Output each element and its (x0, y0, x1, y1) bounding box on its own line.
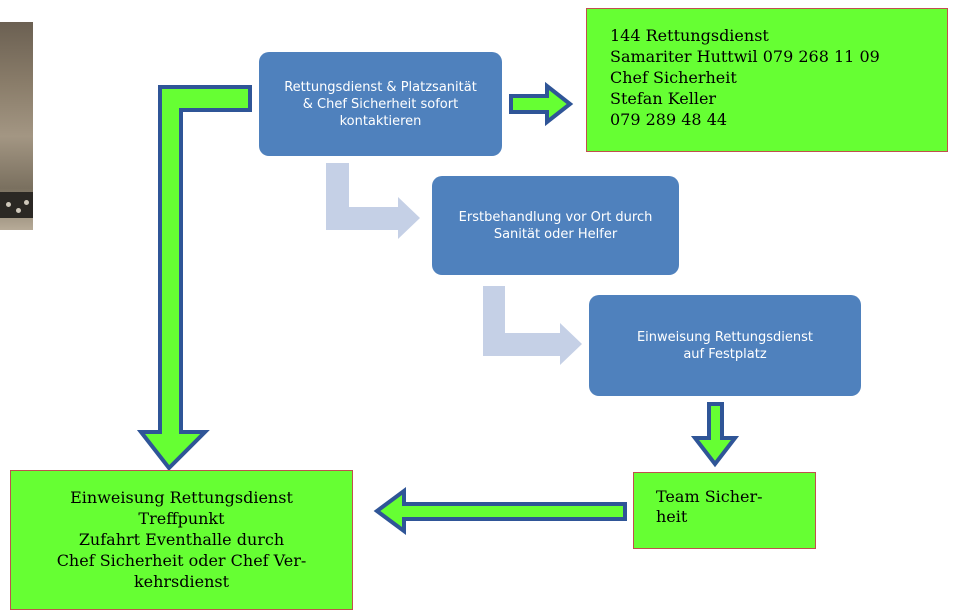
meeting-point-box: Einweisung Rettungsdienst Treffpunkt Zuf… (10, 470, 353, 610)
pale-elbow-arrow-2 (483, 286, 582, 365)
team-security-box: Team Sicher- heit (633, 472, 816, 549)
photo-fragment (0, 22, 33, 230)
photo-dark-band (0, 192, 33, 218)
down-arrow-to-team (690, 402, 740, 468)
contact-box: Rettungsdienst & Platzsanität & Chef Sic… (259, 52, 502, 156)
big-down-arrow (136, 85, 252, 472)
right-arrow-to-contacts (509, 81, 574, 127)
photo-detail (16, 208, 21, 213)
briefing-box: Einweisung Rettungsdienst auf Festplatz (589, 295, 861, 396)
contacts-box: 144 Rettungsdienst Samariter Huttwil 079… (586, 8, 948, 152)
photo-detail (6, 202, 11, 207)
first-aid-box: Erstbehandlung vor Ort durch Sanität ode… (432, 176, 679, 275)
photo-detail (24, 200, 29, 205)
left-arrow-to-meeting-point (373, 487, 627, 535)
pale-elbow-arrow-1 (326, 163, 420, 239)
